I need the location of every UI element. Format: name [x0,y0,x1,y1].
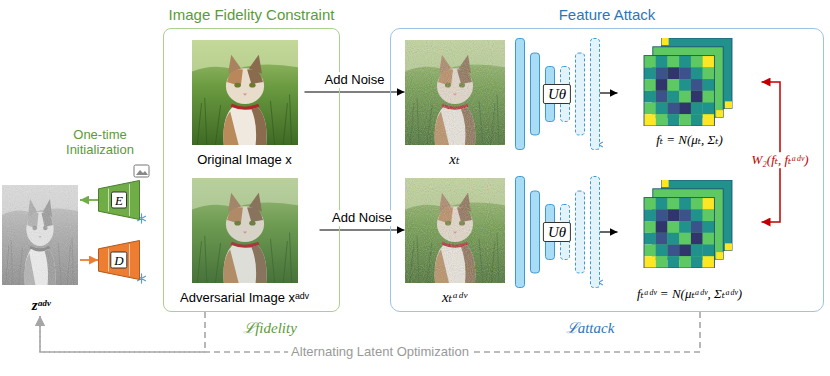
connector [320,229,405,230]
decoder-block: D [98,240,140,280]
latent-haze [2,185,78,285]
noisy-cat-photo [405,178,505,283]
cat-photo [192,178,298,283]
latent-noise [2,185,78,285]
unet-block: Uθ [515,176,600,288]
loss-label: ℒattack [566,319,615,337]
feature-caption: fₜ = N(μₜ, Σₜ) [656,132,723,148]
unet-layer [590,176,599,287]
edge-label: Add Noise [329,210,395,226]
network-body [99,181,140,220]
connector [600,92,618,93]
feature-map: fₜᵃᵈᵛ = N(μₜᵃᵈᵛ, Σₜᵃᵈᵛ) [618,176,762,304]
attack-panel: Feature AttackxₜUθfₜ = N(μₜ, Σₜ)xₜᵃᵈᵛUθf… [390,28,824,312]
loss-label: ℒfidelity [243,319,297,337]
image-frame: Adversarial Image xᵃᵈᵛ [170,175,320,308]
layer-divider [108,189,109,212]
panel-title: Feature Attack [559,6,656,24]
network-label: Uθ [543,222,571,242]
image-icon-frame [134,165,149,177]
image-frame: xₜ [405,38,505,170]
perturbation-tint [192,178,298,283]
feature-map: fₜ = N(μₜ, Σₜ) [618,35,762,150]
edge-label: Add Noise [322,72,388,88]
encoder-block: E [98,180,140,220]
unet-layer [575,53,584,135]
image-caption: zᵃᵈᵛ [32,296,51,314]
noisy-cat-photo [405,40,505,145]
connector [600,231,618,232]
feature-caption: fₜᵃᵈᵛ = N(μₜᵃᵈᵛ, Σₜᵃᵈᵛ) [637,286,742,302]
connector [80,259,98,261]
unet-layer [590,38,599,149]
feature-map-stack [644,38,732,126]
image-frame: xₜᵃᵈᵛ [405,176,505,308]
connector [40,312,205,352]
latent-image: zᵃᵈᵛ [2,183,80,316]
image-icon-mountain [136,170,148,175]
unet-layer [575,191,584,273]
image-caption: xₜᵃᵈᵛ [442,288,467,306]
annotation: One-time Initialization [50,128,150,158]
layer-divider [108,249,109,272]
layer-divider [129,244,130,276]
connector [80,199,98,201]
cat-photo [192,40,298,145]
unet-layer [515,38,524,149]
latent-cat [2,185,78,285]
image-frame: Original Image x [185,38,305,170]
unet-layer [530,53,539,135]
latent-picture [2,185,78,285]
network-label: Uθ [543,84,571,104]
image-caption: xₜ [449,150,459,168]
image-caption: Adversarial Image xᵃᵈᵛ [180,290,309,306]
image-icon [134,165,149,177]
edge-label: Alternating Latent Optimization [288,344,472,360]
unet-layer [515,176,524,287]
panel-title: Image Fidelity Constraint [169,6,335,24]
feature-map-stack [644,180,732,268]
layer-divider [129,184,130,216]
network-body [99,241,140,280]
noise-overlay [405,178,505,283]
unet-layer [530,191,539,273]
image-caption: Original Image x [197,152,292,168]
constraint-panel: Image Fidelity ConstraintOriginal Image … [163,28,340,312]
edge-label: W₂(fₜ, fₜᵃᵈᵛ) [749,152,812,168]
network-label: D [110,252,127,269]
unet-block: Uθ [515,38,600,150]
network-label: E [111,192,127,209]
noise-overlay [405,40,505,145]
